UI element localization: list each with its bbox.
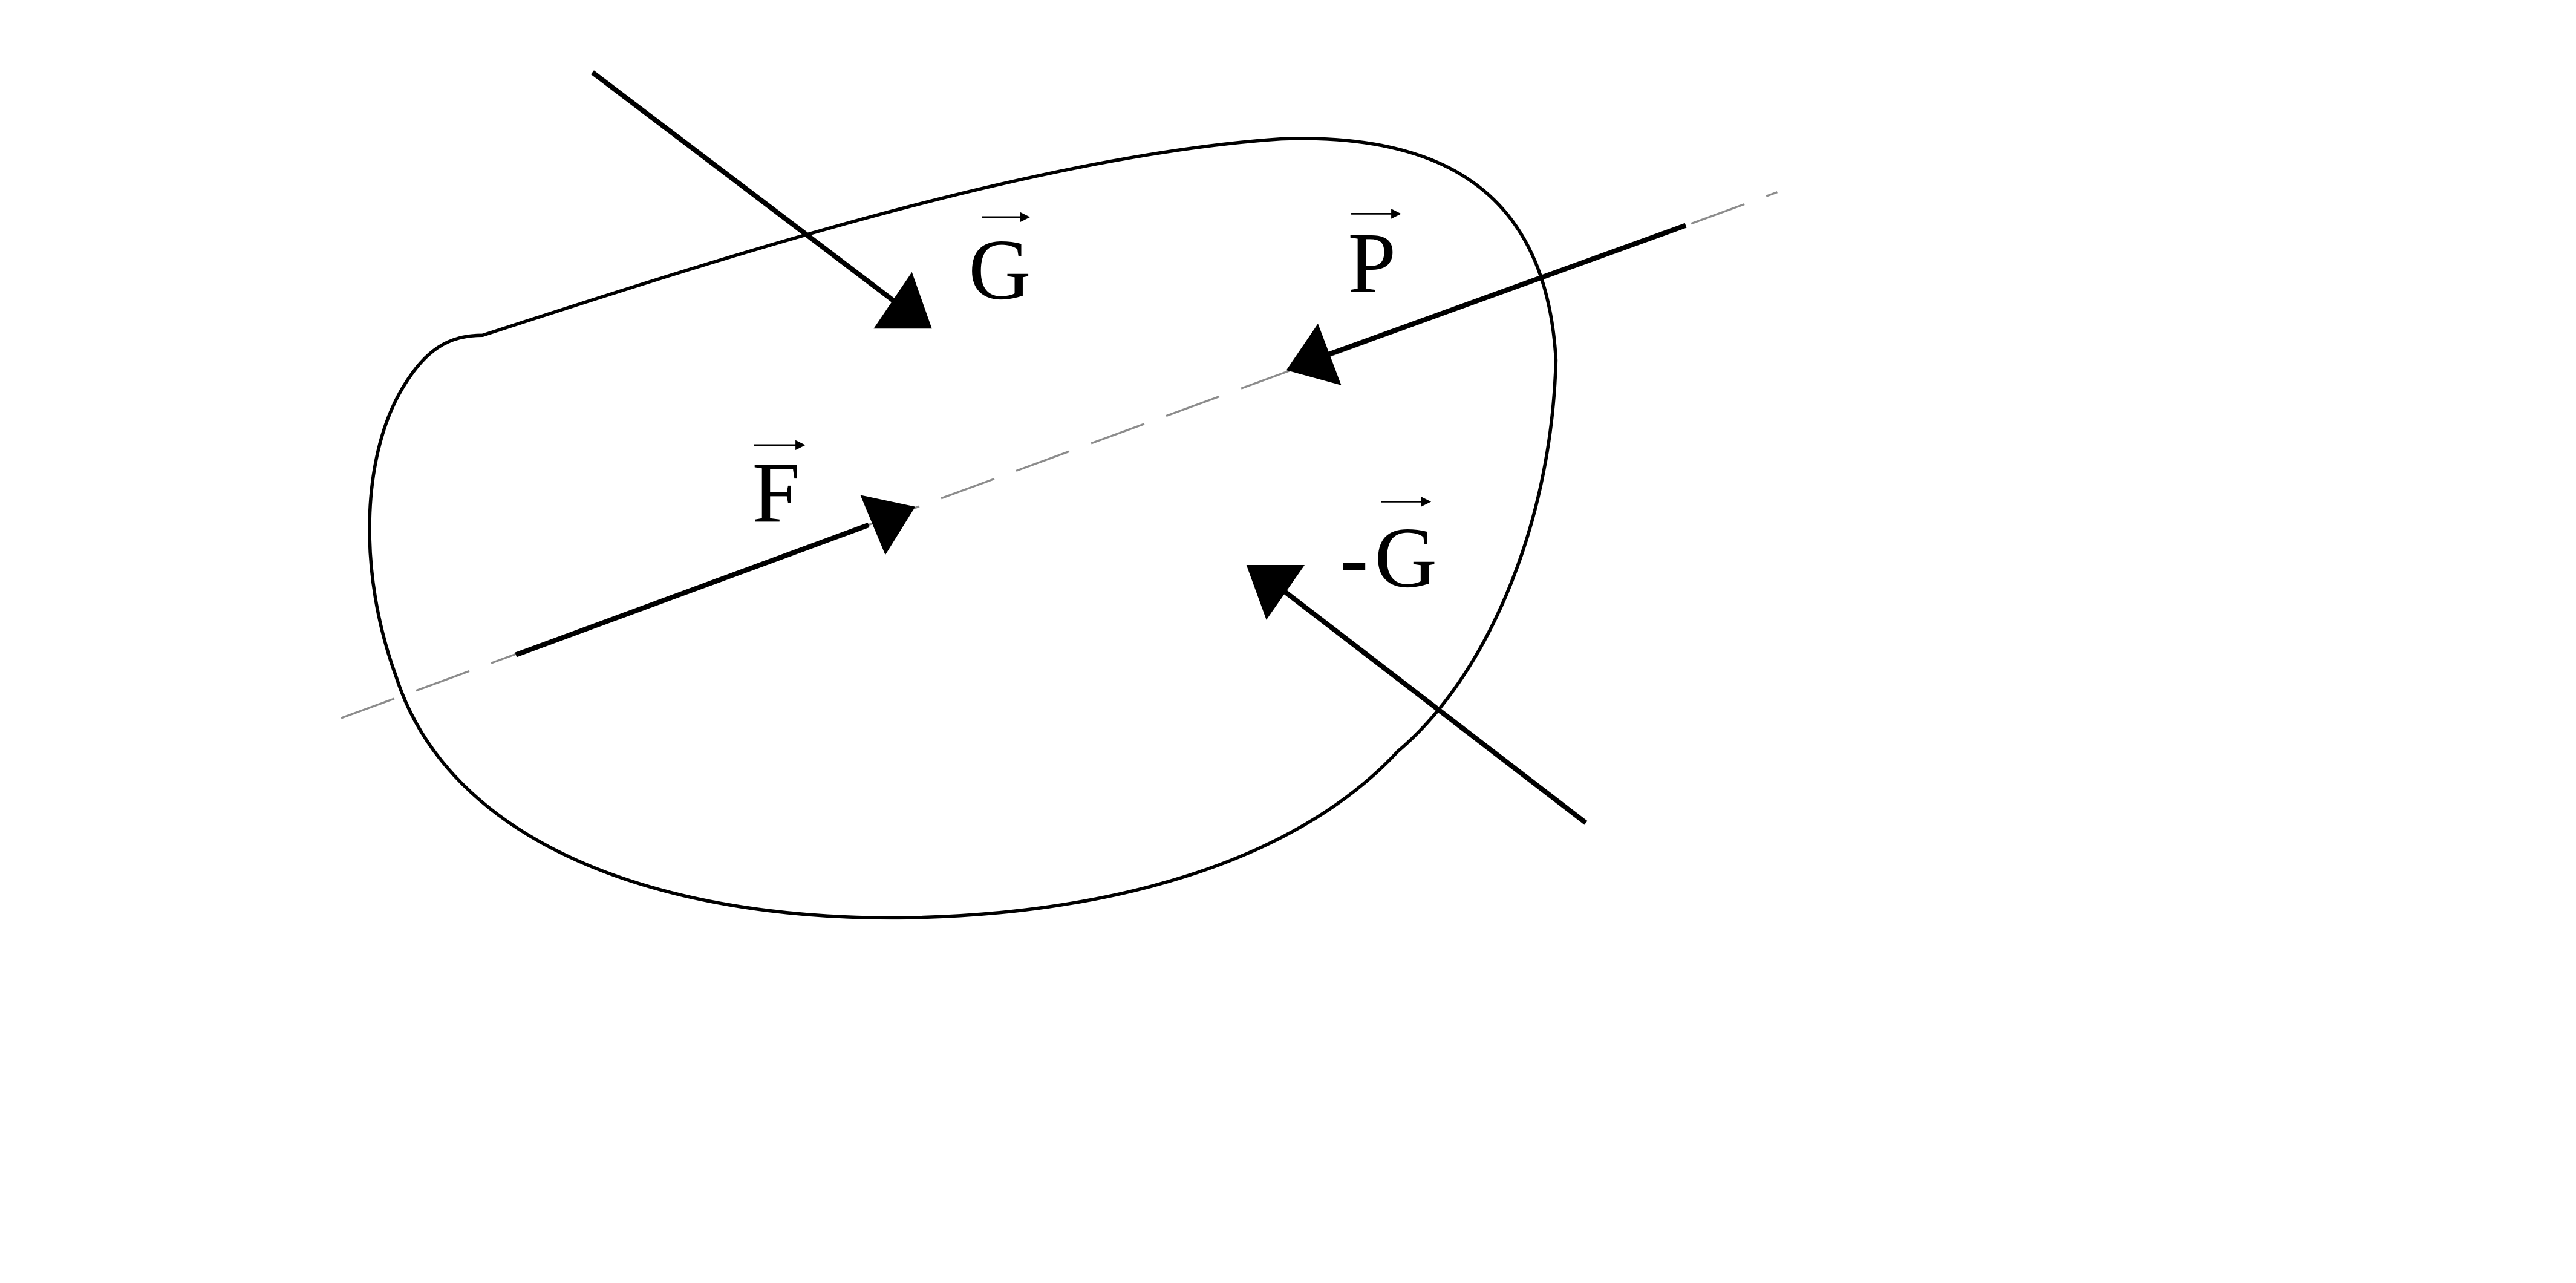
force-g-arrowhead xyxy=(873,272,932,329)
label-neg-g: G xyxy=(1375,510,1437,606)
force-neg-g-arrowhead xyxy=(1246,564,1305,620)
label-neg-g-sign: - xyxy=(1340,510,1369,606)
body-outline xyxy=(368,137,1558,920)
force-p-arrowhead xyxy=(1286,324,1342,385)
force-f-shaft xyxy=(515,523,870,658)
force-g-shaft xyxy=(590,70,897,304)
label-g: G xyxy=(968,222,1031,318)
force-p-shaft xyxy=(1325,223,1687,358)
label-f: F xyxy=(752,445,801,540)
force-neg-g-shaft xyxy=(1283,589,1588,825)
force-f-arrowhead xyxy=(860,495,916,555)
label-p: P xyxy=(1348,215,1397,311)
